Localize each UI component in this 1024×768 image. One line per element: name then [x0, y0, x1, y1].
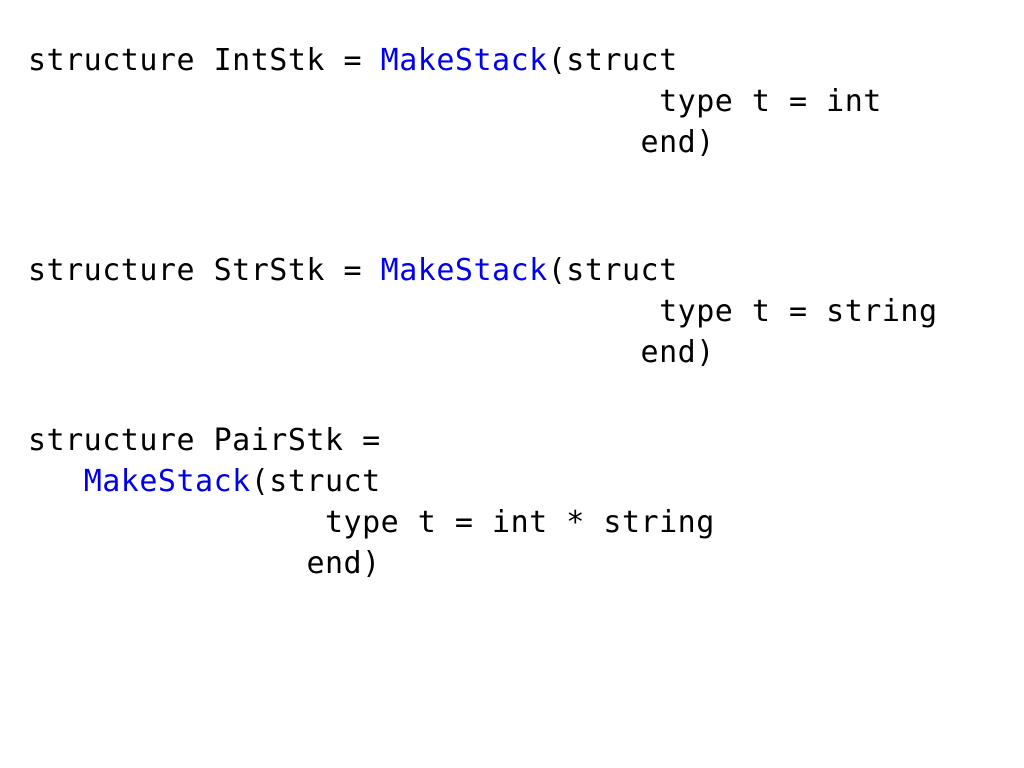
functor-name: MakeStack [380, 43, 548, 78]
code-block-strstk: structure StrStk = MakeStack(struct type… [28, 250, 938, 373]
code-line: type t = int [28, 84, 882, 119]
code-text: (struct [547, 253, 678, 288]
line-indent [28, 546, 306, 581]
code-text: type t = string [659, 294, 938, 329]
code-line: structure StrStk = MakeStack(struct [28, 253, 678, 288]
code-line: structure IntStk = MakeStack(struct [28, 43, 678, 78]
code-line: type t = int * string [28, 505, 715, 540]
code-text: structure IntStk = [28, 43, 381, 78]
code-text: structure PairStk = [28, 423, 381, 458]
code-line: structure PairStk = [28, 423, 381, 458]
code-text: type t = int [659, 84, 882, 119]
code-line: end) [28, 546, 381, 581]
code-text: end) [640, 335, 715, 370]
code-block-pairstk: structure PairStk = MakeStack(struct typ… [28, 420, 715, 584]
line-indent [28, 125, 641, 160]
code-text: type t = int * string [324, 505, 715, 540]
code-line: end) [28, 125, 715, 160]
line-indent [28, 505, 325, 540]
line-indent [28, 335, 641, 370]
functor-name: MakeStack [83, 464, 251, 499]
code-text: (struct [547, 43, 678, 78]
functor-name: MakeStack [380, 253, 548, 288]
code-line: type t = string [28, 294, 938, 329]
code-text: structure StrStk = [28, 253, 381, 288]
line-indent [28, 84, 659, 119]
code-text: end) [306, 546, 381, 581]
line-indent [28, 464, 84, 499]
code-block-intstk: structure IntStk = MakeStack(struct type… [28, 40, 882, 163]
code-text: (struct [250, 464, 381, 499]
line-indent [28, 294, 659, 329]
code-line: MakeStack(struct [28, 464, 381, 499]
code-line: end) [28, 335, 715, 370]
code-text: end) [640, 125, 715, 160]
